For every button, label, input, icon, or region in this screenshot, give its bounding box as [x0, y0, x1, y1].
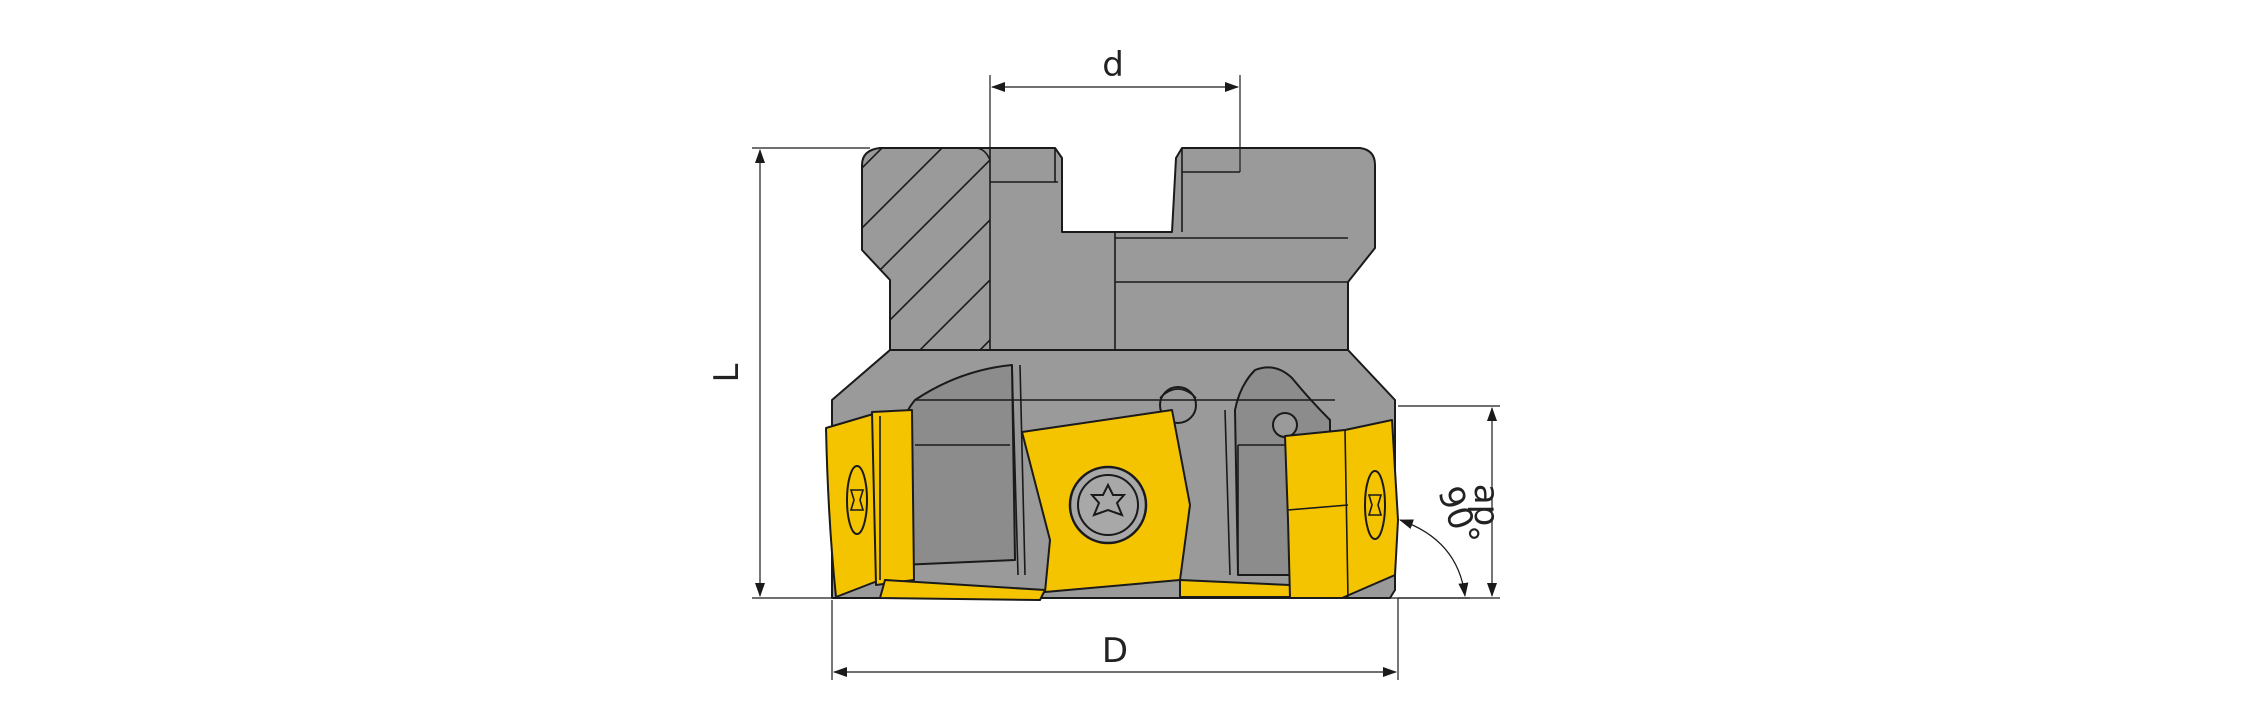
dimension-L: L — [707, 147, 870, 599]
insert-front — [1021, 409, 1191, 593]
insert-bottom-strip — [879, 579, 1296, 601]
dimension-label-L: L — [707, 363, 747, 382]
cutter-upper-body — [861, 147, 1376, 351]
dimension-d: d — [989, 45, 1241, 172]
dimension-label-ap: ap — [1466, 484, 1506, 526]
dimension-label-d: d — [1102, 45, 1124, 85]
dimension-D: D — [831, 598, 1399, 680]
insert-left-rear — [871, 409, 915, 586]
screw-icon — [1068, 465, 1148, 545]
dimension-label-D: D — [1102, 631, 1128, 671]
torx-icon — [1089, 482, 1127, 517]
insert-right — [1284, 419, 1399, 599]
dimension-ap: ap — [1398, 405, 1506, 599]
